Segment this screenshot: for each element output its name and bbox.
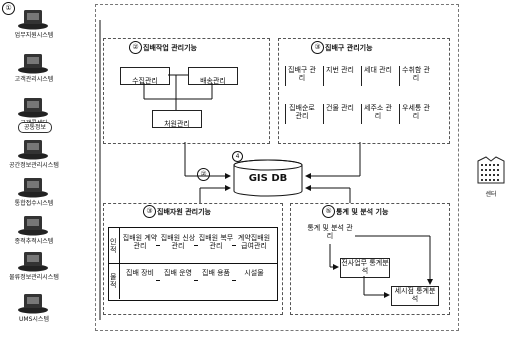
box-zone-item: 세대 관리 [361,66,394,86]
resource-table-divider [108,263,277,264]
section-delivery-zone [278,38,450,144]
box-stats-new: 세시점 통계분석 [391,286,439,306]
box-zone-item: 집배순로 관리 [285,104,318,124]
laptop-icon [16,52,50,74]
box-zone-item: 우세통 관리 [399,104,432,124]
sidebar-item-label: UMS시스템 [0,316,68,323]
row-label-material: 물적 [110,273,118,289]
box-resource-item: 계약집배원 급여관리 [236,234,272,256]
section-title: 집배구 관리기능 [325,43,373,53]
sidebar-item-label: 고객관리시스템 [0,76,68,83]
box-collect: 수집관리 [120,67,170,85]
box-stats-enterprise: 전사업무 통계분석 [340,258,390,278]
common-info-button[interactable]: 공통정보 [18,122,52,133]
box-zone-item: 수취함 관리 [399,66,432,86]
box-resource-item: 집배원 신상관리 [160,234,196,256]
db-icon-marker: 4 [232,151,243,162]
sidebar-item-label: 통합접수시스템 [0,200,68,207]
box-resource-item: 집배원 계약관리 [122,234,158,256]
resource-table-label-col [119,227,120,299]
box-resource-item: 시설물 [236,269,272,291]
section-title: 집배작업 관리기능 [143,43,197,53]
section-title: 집배자원 관리기능 [157,207,211,217]
box-zone-item: 집배구 관리 [285,66,318,86]
sidebar-item-label: 업무지원시스템 [0,32,68,39]
box-resource-item: 집배 운영 [160,269,196,291]
db-label: GIS DB [232,173,304,184]
sidebar-number: ① [2,2,15,15]
phone-icon [16,8,50,30]
gis-db: GIS DB [232,159,304,197]
box-resource-item: 집배 장비 [122,269,158,291]
sidebar-item-label: 공간정보관리시스템 [0,162,68,169]
section-number: ③ [311,41,324,54]
center-label: 센터 [478,191,504,198]
box-zone-item: 세주소 관리 [361,104,394,124]
box-delivery: 배송관리 [188,67,238,85]
box-resource-item: 집배원 복무관리 [198,234,234,256]
section-number: ⑤ [322,205,335,218]
printer-icon [16,250,50,272]
printer-icon [16,138,50,160]
sidebar-item-label: 물류정보관리시스템 [0,274,68,281]
section-number: ③ [143,205,156,218]
center-number: ② [197,168,210,181]
box-stats-manage: 통계 및 분석 관리 [305,224,355,242]
printer-icon [16,214,50,236]
box-zone-item: 건물 관리 [323,104,356,124]
box-zone-item: 지번 관리 [323,66,356,86]
center-building-icon [476,155,506,185]
row-label-human: 인적 [110,238,118,254]
computer-icon [16,292,50,314]
printer-icon [16,176,50,198]
box-resource-item: 집배 용품 [198,269,234,291]
call-center-icon [16,96,50,118]
section-title: 통계 및 분석 기능 [336,207,388,217]
box-processing: 처원관리 [152,110,202,128]
section-number: ② [129,41,142,54]
sidebar-item-label: 종적추적시스템 [0,238,68,245]
